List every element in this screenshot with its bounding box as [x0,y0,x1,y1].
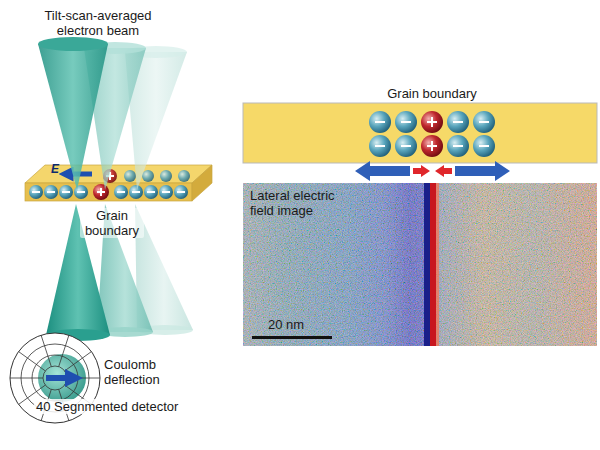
deflection-label: Coulomb deflection [104,357,184,387]
grain-boundary-label: Grain boundary [80,208,144,238]
grain-boundary-label: Grain boundary [372,86,492,101]
beam-label: Tilt-scan-averaged electron beam [28,8,168,38]
field-image [243,183,597,346]
grain-boundary-bar [243,103,597,163]
image-label: Lateral electric field image [250,188,338,218]
field-arrows [355,161,510,181]
incident-beams [38,37,187,190]
transmitted-beams [46,204,193,341]
field-symbol: E [51,162,59,177]
detector-label: 40 Segnmented detector [34,399,180,414]
scale-label: 20 nm [268,317,304,332]
scale-bar [252,336,332,339]
